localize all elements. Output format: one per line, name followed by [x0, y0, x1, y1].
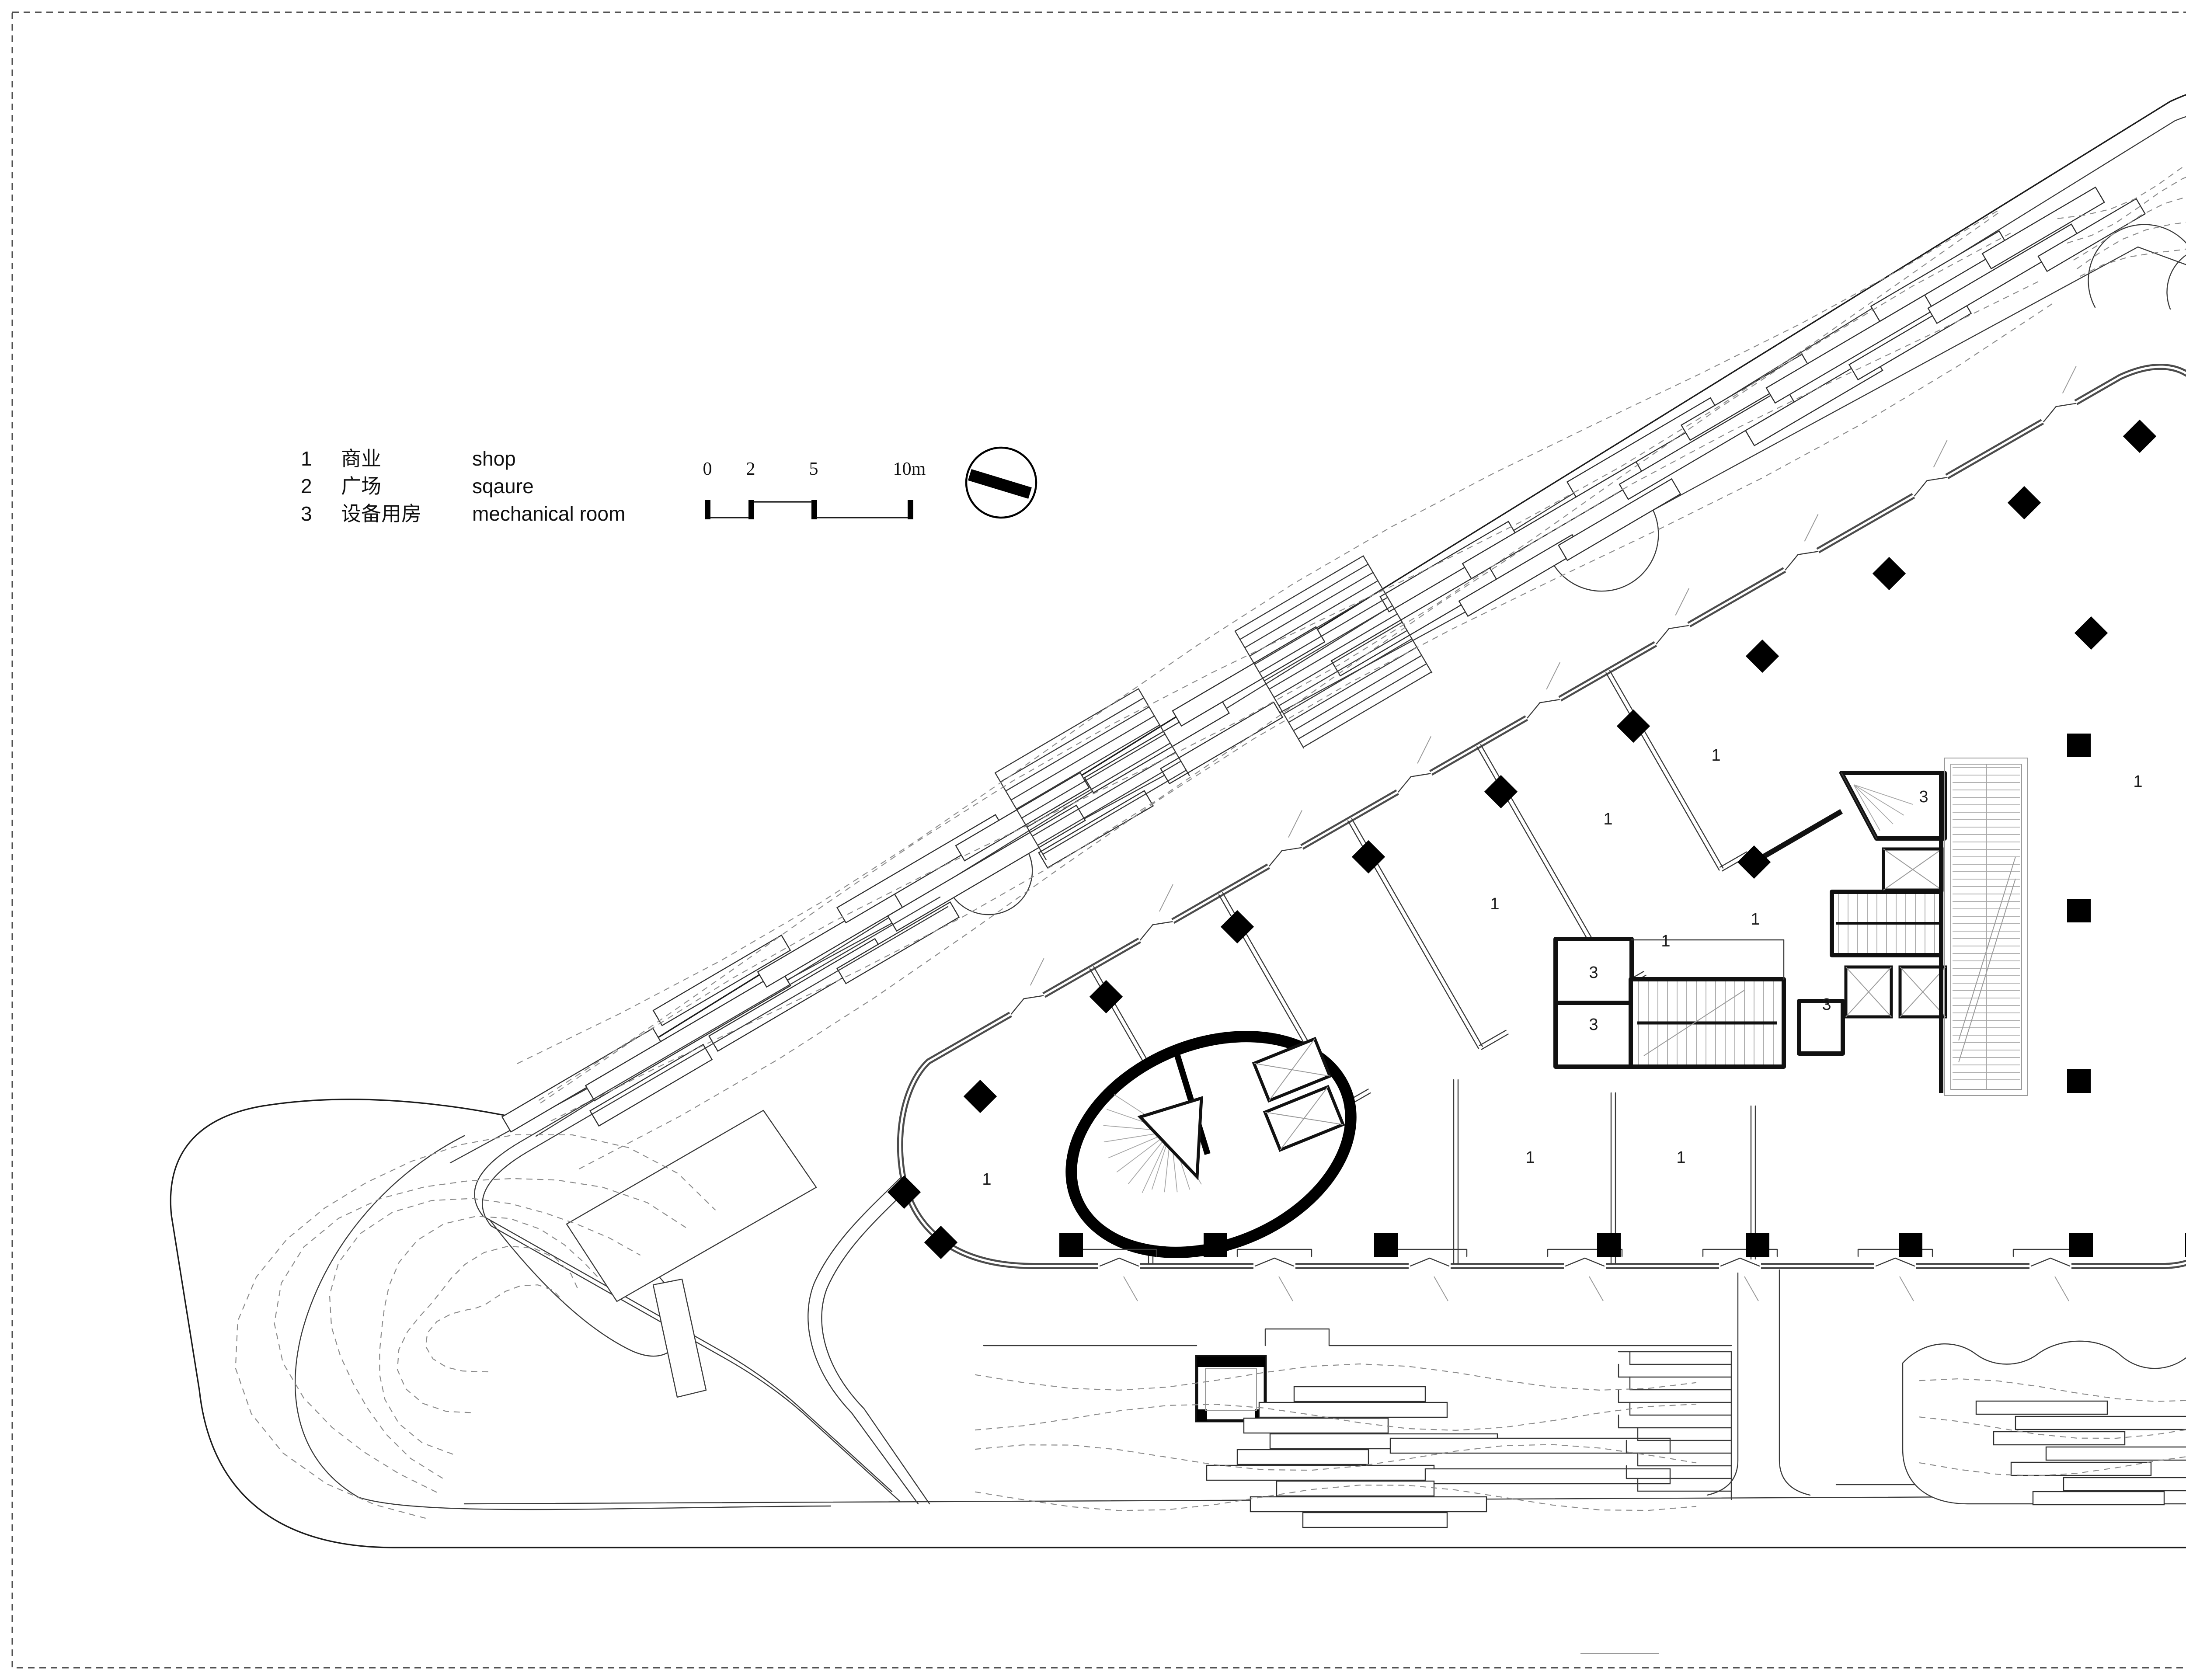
escalator	[1944, 758, 2028, 1096]
room-label: 1	[1603, 810, 1612, 828]
room-label: 1	[1676, 1148, 1685, 1167]
egg-stair-core	[1065, 1031, 1357, 1258]
room-label: 1	[1661, 932, 1670, 950]
legend-row-shop: 1 商业 shop	[301, 445, 625, 473]
legend-zh: 设备用房	[341, 502, 421, 525]
legend-en: shop	[472, 447, 516, 470]
legend-row-mechanical: 3 设备用房 mechanical room	[301, 500, 625, 528]
scale-label: 2	[746, 459, 755, 479]
scale-bar: 0 2 5 10m	[703, 459, 926, 519]
legend-en: sqaure	[472, 475, 534, 497]
room-label: 3	[1589, 963, 1598, 982]
legend-num: 2	[301, 475, 312, 497]
page-border	[11, 11, 2186, 1669]
room-label: 1	[1525, 1148, 1535, 1167]
left-landform	[235, 896, 949, 1519]
plaza	[808, 1174, 2186, 1654]
columns	[887, 419, 2186, 1259]
room-label: 3	[1822, 995, 1831, 1014]
room-labels: 11111111123333	[982, 746, 2142, 1189]
legend-zh: 广场	[341, 475, 381, 497]
legend-en: mechanical room	[472, 502, 626, 525]
core	[1553, 771, 1947, 1093]
room-label: 3	[1919, 788, 1928, 806]
legend-num: 1	[301, 447, 312, 470]
room-label: 1	[2133, 772, 2142, 791]
scale-label: 0	[703, 459, 712, 479]
room-label: 3	[1589, 1016, 1598, 1034]
room-label: 1	[1490, 895, 1499, 913]
north-arrow	[965, 446, 1037, 519]
room-label: 1	[1751, 910, 1760, 929]
room-label: 1	[1711, 746, 1720, 765]
legend-zh: 商业	[341, 447, 381, 470]
scale-label: 5	[809, 459, 818, 479]
legend-num: 3	[301, 502, 312, 525]
room-label: 1	[982, 1170, 991, 1189]
wall-notches	[1007, 366, 2089, 1301]
legend: 1 商业 shop 2 广场 sqaure 3 设备用房 mechanical …	[301, 445, 625, 528]
legend-row-square: 2 广场 sqaure	[301, 473, 625, 500]
scale-label: 10m	[893, 459, 926, 479]
